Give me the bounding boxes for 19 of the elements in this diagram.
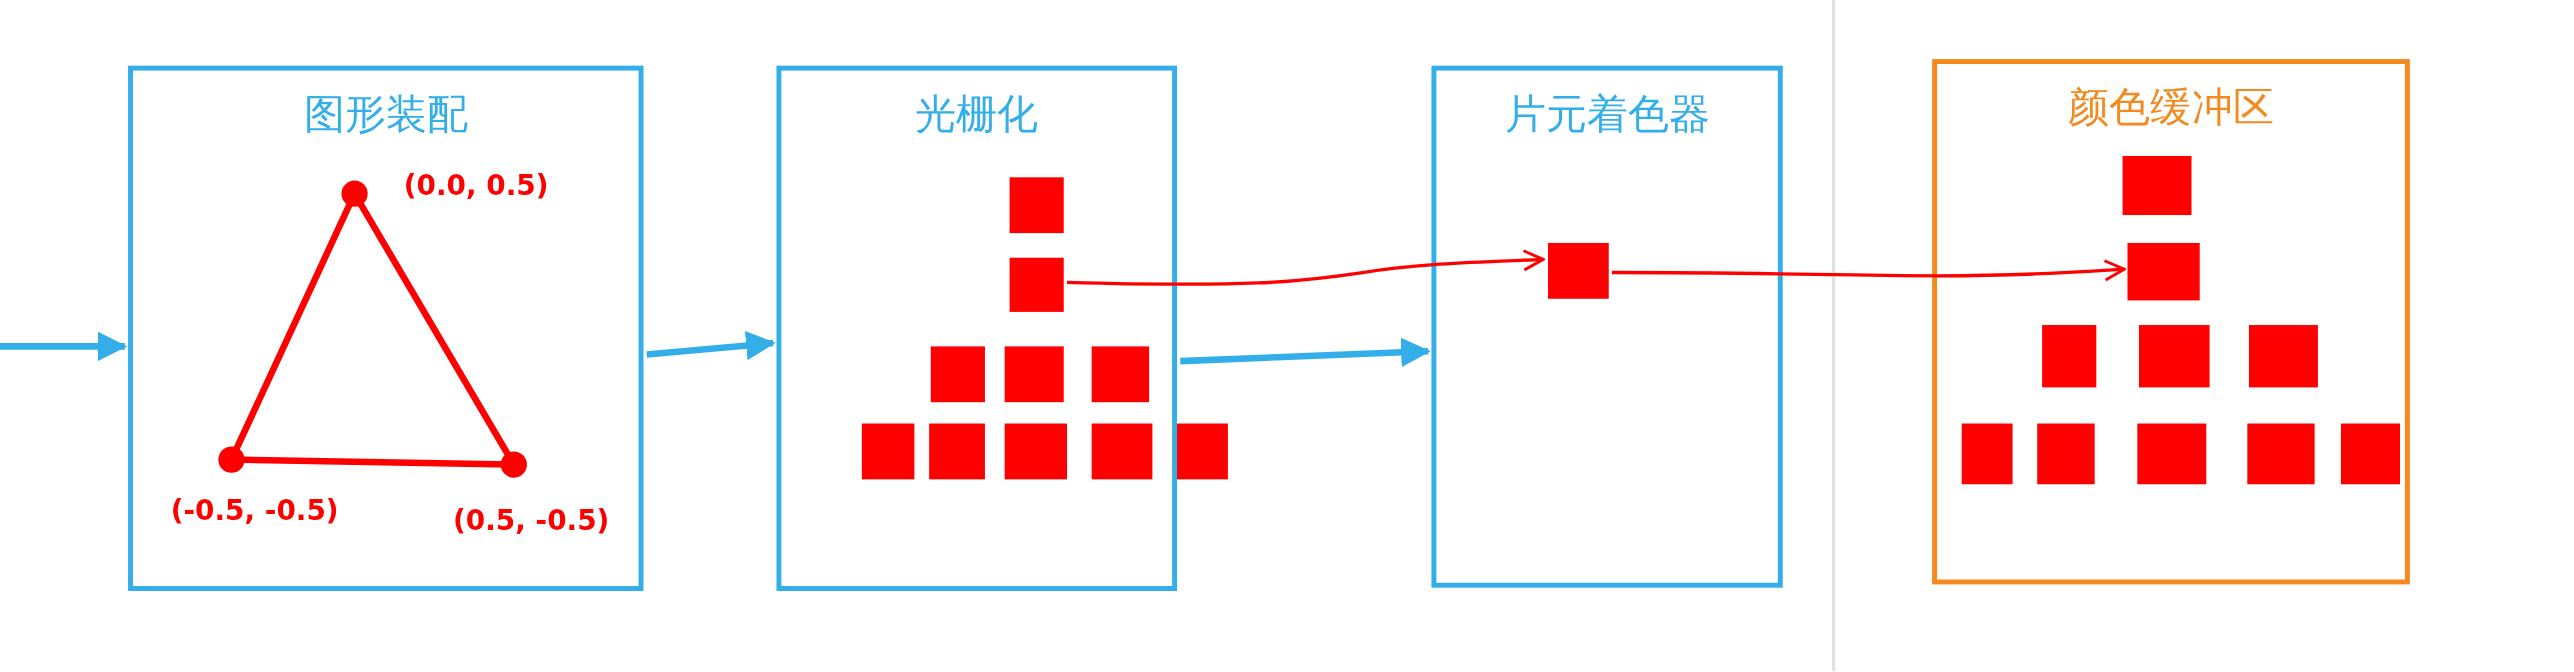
coordinate-label: (0.5, -0.5)	[453, 503, 610, 537]
stage-title: 片元着色器	[1503, 89, 1711, 140]
stage-box	[1431, 65, 1783, 588]
pixel-square	[2127, 242, 2200, 301]
arrow	[1180, 337, 1431, 368]
stage-title: 颜色缓冲区	[2067, 82, 2275, 134]
arrow	[1612, 259, 2126, 282]
stage-box	[1932, 59, 2410, 585]
stage-title: 图形装配	[302, 89, 469, 140]
coordinate-label: (-0.5, -0.5)	[170, 494, 339, 527]
stage-box	[776, 65, 1177, 591]
stage-title: 光栅化	[914, 89, 1040, 140]
arrow	[0, 331, 128, 362]
coordinate-label: (0.0, 0.5)	[403, 169, 549, 202]
stage-box	[128, 65, 644, 591]
arrow	[646, 330, 776, 361]
pixel-square	[1009, 257, 1064, 312]
arrow	[1067, 249, 1545, 286]
pixel-square	[1548, 242, 1609, 299]
